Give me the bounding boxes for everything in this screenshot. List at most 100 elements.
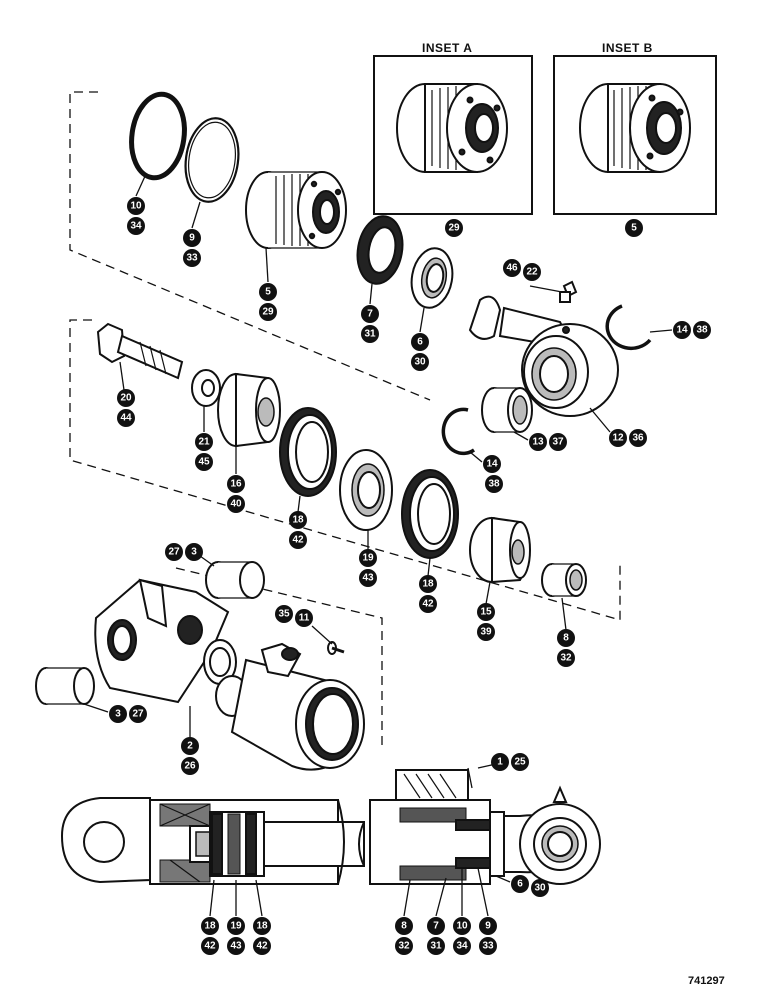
callout-section-18-left: 18 xyxy=(201,917,219,935)
svg-text:20: 20 xyxy=(120,393,132,404)
svg-text:18: 18 xyxy=(204,921,216,932)
svg-text:33: 33 xyxy=(482,941,494,952)
svg-text:32: 32 xyxy=(560,653,572,664)
svg-text:3: 3 xyxy=(191,547,197,558)
rod-eye-12 xyxy=(468,295,619,417)
svg-text:44: 44 xyxy=(120,413,132,424)
backup-ring-9 xyxy=(184,117,240,203)
callout-13: 13 xyxy=(529,433,547,451)
callout-37: 37 xyxy=(549,433,567,451)
svg-text:42: 42 xyxy=(292,535,304,546)
callout-section-18-right: 18 xyxy=(253,917,271,935)
piston-nut-16 xyxy=(217,372,281,448)
svg-text:31: 31 xyxy=(430,941,442,952)
callout-3-upper: 3 xyxy=(185,543,203,561)
svg-text:21: 21 xyxy=(198,437,210,448)
cylinder-barrel-2 xyxy=(94,578,365,771)
svg-text:36: 36 xyxy=(632,433,644,444)
svg-text:29: 29 xyxy=(448,223,460,234)
callout-25: 25 xyxy=(511,753,529,771)
svg-text:40: 40 xyxy=(230,499,242,510)
group-boundary-lines xyxy=(69,91,621,750)
svg-text:45: 45 xyxy=(198,457,210,468)
svg-text:18: 18 xyxy=(292,515,304,526)
svg-text:39: 39 xyxy=(480,627,492,638)
o-ring-10 xyxy=(129,91,187,181)
svg-text:38: 38 xyxy=(696,325,708,336)
callout-section-33: 33 xyxy=(479,937,497,955)
callout-8: 8 xyxy=(557,629,575,647)
callout-10: 10 xyxy=(127,197,145,215)
callout-21: 21 xyxy=(195,433,213,451)
washer-21 xyxy=(191,369,221,407)
callout-inset-b: 5 xyxy=(625,219,643,237)
inset-a-title: INSET A xyxy=(422,41,472,55)
callout-34: 34 xyxy=(127,217,145,235)
callout-9: 9 xyxy=(183,229,201,247)
svg-text:42: 42 xyxy=(204,941,216,952)
callout-section-6: 6 xyxy=(511,875,529,893)
screw-11 xyxy=(327,641,345,655)
svg-text:19: 19 xyxy=(362,553,374,564)
svg-text:8: 8 xyxy=(563,633,569,644)
piston-19 xyxy=(339,449,393,531)
piston-15 xyxy=(469,516,531,584)
callout-35: 35 xyxy=(275,605,293,623)
svg-text:42: 42 xyxy=(422,599,434,610)
svg-text:33: 33 xyxy=(186,253,198,264)
svg-text:38: 38 xyxy=(488,479,500,490)
callout-14-upper: 14 xyxy=(673,321,691,339)
svg-text:32: 32 xyxy=(398,941,410,952)
svg-text:11: 11 xyxy=(299,613,310,624)
callout-36: 36 xyxy=(629,429,647,447)
callout-39: 39 xyxy=(477,623,495,641)
svg-text:10: 10 xyxy=(456,921,468,932)
callout-section-32: 32 xyxy=(395,937,413,955)
inset-b-gland-drawing xyxy=(579,83,691,173)
callout-11: 11 xyxy=(295,609,313,627)
callout-40: 40 xyxy=(227,495,245,513)
wiper-6 xyxy=(410,247,454,309)
callout-section-34: 34 xyxy=(453,937,471,955)
svg-text:31: 31 xyxy=(364,329,376,340)
callout-22: 22 xyxy=(523,263,541,281)
svg-text:43: 43 xyxy=(230,941,242,952)
svg-text:46: 46 xyxy=(506,263,518,274)
svg-text:12: 12 xyxy=(612,433,624,444)
callout-14-lower: 14 xyxy=(483,455,501,473)
callout-29: 29 xyxy=(259,303,277,321)
svg-text:25: 25 xyxy=(514,757,526,768)
callout-19: 19 xyxy=(359,549,377,567)
svg-text:3: 3 xyxy=(115,709,121,720)
svg-text:14: 14 xyxy=(676,325,688,336)
callout-6: 6 xyxy=(411,333,429,351)
svg-text:35: 35 xyxy=(278,609,290,620)
callout-33: 33 xyxy=(183,249,201,267)
snap-ring-14-upper xyxy=(605,304,652,351)
callout-46: 46 xyxy=(503,259,521,277)
svg-text:34: 34 xyxy=(130,221,142,232)
seal-18-upper xyxy=(279,407,337,497)
svg-text:19: 19 xyxy=(230,921,242,932)
callout-18-upper: 18 xyxy=(289,511,307,529)
svg-text:9: 9 xyxy=(189,233,195,244)
callout-3-lower: 3 xyxy=(109,705,127,723)
callout-44: 44 xyxy=(117,409,135,427)
callout-42-upper: 42 xyxy=(289,531,307,549)
svg-text:27: 27 xyxy=(168,547,180,558)
callout-inset-a: 29 xyxy=(445,219,463,237)
sectioned-cylinder-assembly xyxy=(60,769,601,885)
svg-text:8: 8 xyxy=(401,921,407,932)
callout-20: 20 xyxy=(117,389,135,407)
bearing-8 xyxy=(541,563,587,597)
callout-7: 7 xyxy=(361,305,379,323)
callout-32: 32 xyxy=(557,649,575,667)
callout-42-lower: 42 xyxy=(419,595,437,613)
svg-text:7: 7 xyxy=(433,921,439,932)
callout-2: 2 xyxy=(181,737,199,755)
svg-text:1: 1 xyxy=(497,757,503,768)
svg-text:6: 6 xyxy=(417,337,423,348)
inset-b: INSET B xyxy=(553,41,717,215)
inset-a-gland-drawing xyxy=(396,83,508,173)
